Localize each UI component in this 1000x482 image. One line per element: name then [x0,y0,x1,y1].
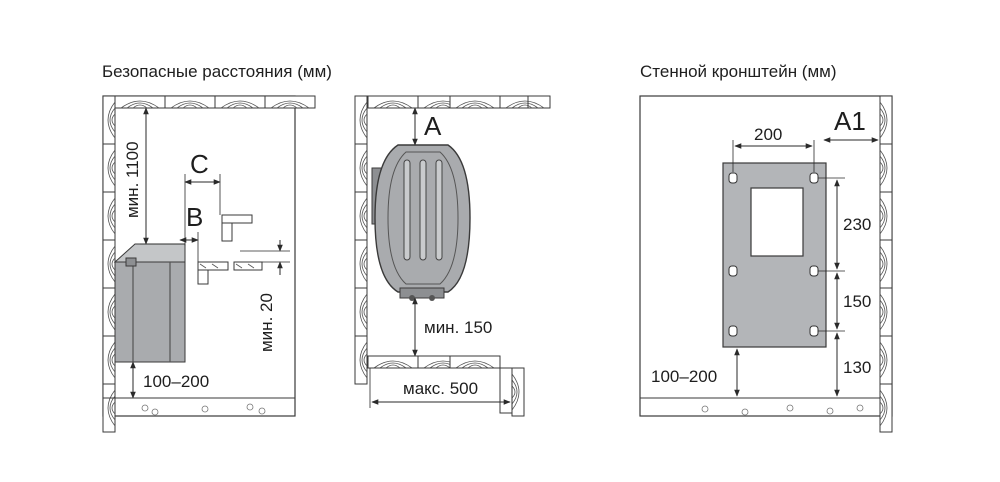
bench-shelves [197,214,263,285]
shelf-gap-label: мин. 20 [257,293,276,352]
heater-side [113,243,186,363]
dimension-b-label: B [186,202,203,232]
bracket-vertical-230-label: 230 [843,215,871,234]
max-width-label: макс. 500 [403,379,478,398]
front-view-diagram: A мин. 150 макс. 500 [354,95,551,417]
bracket-vertical-150-label: 150 [843,292,871,311]
ceiling-clearance-label: мин. 1100 [123,141,142,218]
dimension-a-label: A [424,111,442,141]
bracket-width-label: 200 [754,125,782,144]
heater-front [371,144,471,301]
side-floor-gap-label: 100–200 [143,372,209,391]
bracket-floor-gap-label: 100–200 [651,367,717,386]
bracket-vertical-130-label: 130 [843,358,871,377]
wall-planks [102,95,116,433]
wall-bracket-title: Стенной кронштейн (мм) [640,62,837,81]
bracket-view-diagram: 200 A1 230 150 130 100–200 [639,95,893,433]
front-floor-clearance-label: мин. 150 [424,318,492,337]
side-view-diagram: мин. 1100 C B мин. 20 100–200 [102,95,316,433]
ceiling-planks [114,95,316,109]
safe-distances-title: Безопасные расстояния (мм) [102,62,332,81]
wall-bracket-plate [722,162,827,348]
dimension-a1-label: A1 [834,106,866,136]
dimension-c-label: C [190,149,209,179]
